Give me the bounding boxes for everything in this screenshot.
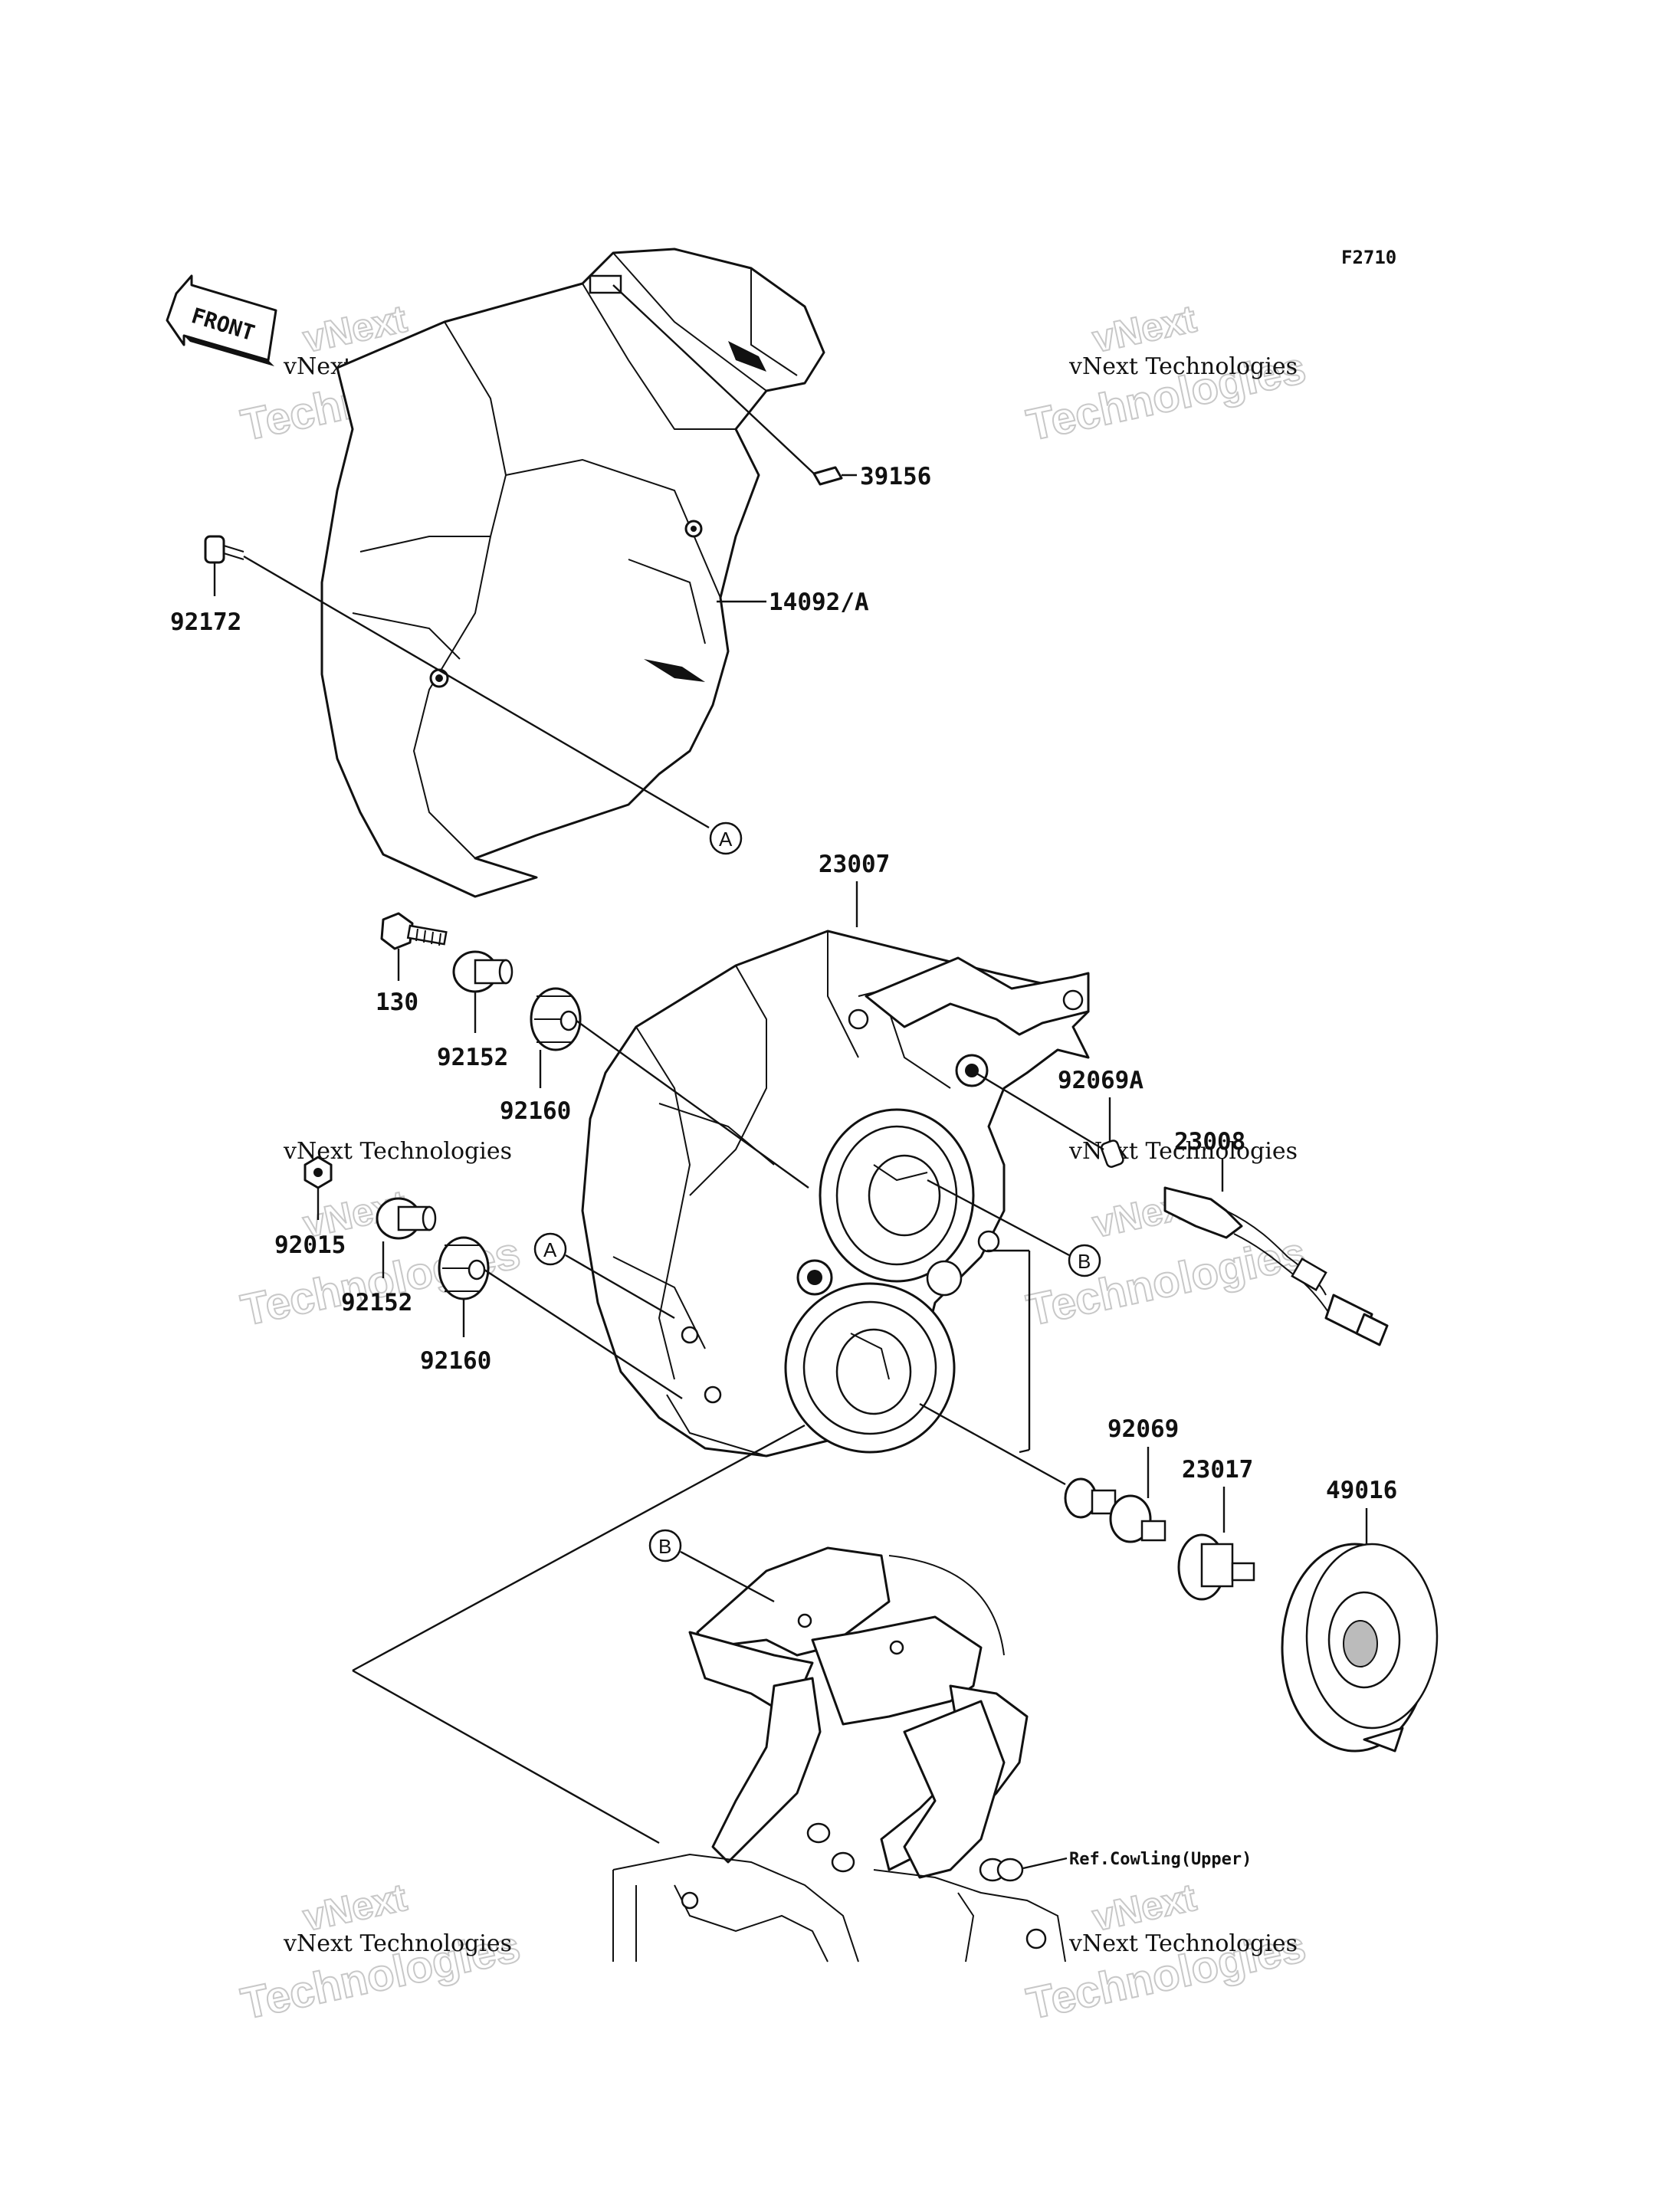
watermark-bottom-right: vNext Technologies vNext Technologies xyxy=(1022,1875,1311,2030)
front-arrow-icon: FRONT xyxy=(166,274,277,366)
grommet-92160-upper-part xyxy=(530,987,582,1051)
label-49016: 49016 xyxy=(1326,1477,1397,1504)
bolt-130-part xyxy=(380,912,448,950)
headlight-cover-part xyxy=(320,248,825,898)
svg-text:A: A xyxy=(543,1238,557,1261)
cover-49016-part xyxy=(1281,1543,1439,1753)
marker-a-mid: A xyxy=(533,1232,567,1266)
bulb-92069-part xyxy=(1064,1477,1166,1543)
watermark-bottom-left: vNext Technologies vNext Technologies xyxy=(236,1875,525,2030)
label-92160-lower: 92160 xyxy=(420,1347,491,1375)
socket-23017-part xyxy=(1177,1533,1255,1601)
watermark-top-right: vNext Technologies vNext Technologies xyxy=(1022,297,1311,451)
label-92172: 92172 xyxy=(170,608,241,636)
label-39156: 39156 xyxy=(860,463,931,490)
svg-text:Technologies: Technologies xyxy=(1022,1228,1310,1335)
label-92152-upper: 92152 xyxy=(437,1044,508,1071)
marker-a-top: A xyxy=(709,821,743,855)
label-92069: 92069 xyxy=(1107,1415,1179,1443)
svg-text:A: A xyxy=(719,828,733,851)
figure-id: F2710 xyxy=(1341,247,1396,268)
grommet-92160-lower-part xyxy=(438,1236,490,1300)
clip-39156-part xyxy=(812,466,843,486)
socket-23008-part xyxy=(1163,1186,1389,1346)
label-14092a: 14092/A xyxy=(769,589,869,616)
marker-b-bottom: B xyxy=(648,1529,682,1562)
svg-text:B: B xyxy=(1078,1250,1091,1273)
stay-bracket-part xyxy=(612,1546,1066,1963)
svg-text:vNext Technologies: vNext Technologies xyxy=(1068,353,1298,380)
svg-text:B: B xyxy=(658,1535,671,1558)
svg-text:vNext: vNext xyxy=(1089,297,1200,361)
label-23008: 23008 xyxy=(1174,1128,1245,1156)
marker-b-right: B xyxy=(1068,1244,1101,1277)
screw-92172-part xyxy=(204,535,244,564)
bulb-92069a-part xyxy=(1100,1139,1124,1168)
svg-text:vNext Technologies: vNext Technologies xyxy=(283,1930,512,1957)
collar-92152-lower-part xyxy=(376,1197,437,1240)
label-23007: 23007 xyxy=(819,851,890,878)
nut-92015-part xyxy=(304,1156,333,1189)
label-130: 130 xyxy=(376,989,418,1016)
headlight-assembly-part xyxy=(581,930,1090,1458)
collar-92152-upper-part xyxy=(452,950,514,993)
label-ref-cowling-upper: Ref.Cowling(Upper) xyxy=(1069,1850,1252,1869)
svg-text:vNext Technologies: vNext Technologies xyxy=(1068,1930,1298,1957)
label-92152-lower: 92152 xyxy=(341,1289,412,1317)
label-92069a: 92069A xyxy=(1058,1067,1144,1094)
label-23017: 23017 xyxy=(1182,1456,1253,1484)
label-92015: 92015 xyxy=(274,1231,346,1259)
label-92160-upper: 92160 xyxy=(500,1097,571,1125)
